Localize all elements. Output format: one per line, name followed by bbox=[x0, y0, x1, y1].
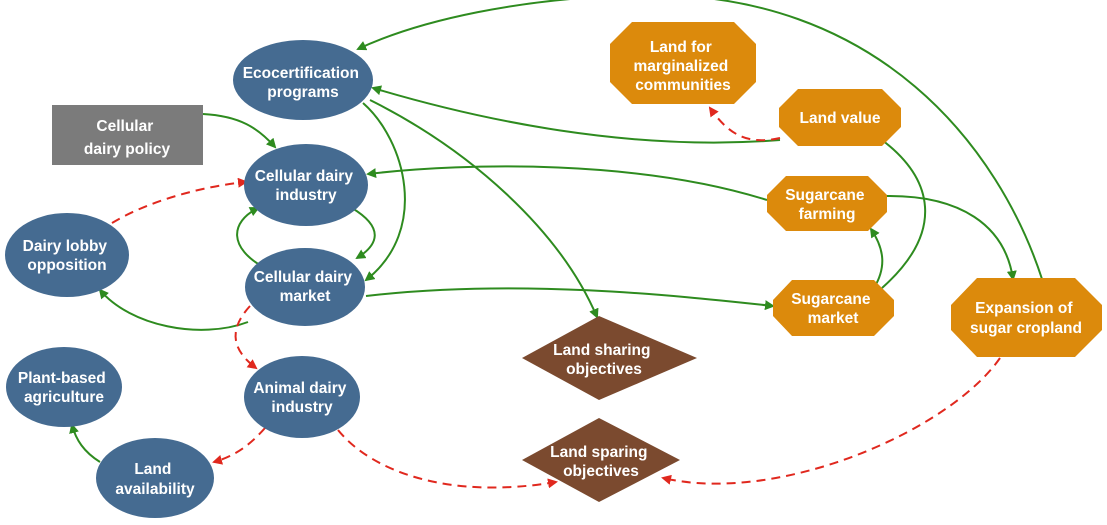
node-sugar-farming-line-1: Sugarcane bbox=[785, 187, 865, 204]
svg-text:Cellular dairy policy: Cellular dairy policy bbox=[84, 118, 171, 158]
svg-text:Ecocertification progr: Ecocertification programs bbox=[243, 65, 364, 101]
edge-ecocertification-to-sharing bbox=[369, 99, 599, 319]
node-marginalized-line-1: Land for bbox=[650, 39, 712, 56]
edge-expansion-to-ecocertification bbox=[356, 0, 1043, 280]
node-plant-line-1: Plant-based bbox=[18, 370, 106, 387]
svg-text:Expansion of sugar cro: Expansion of sugar cropland bbox=[970, 300, 1082, 337]
node-cellular-dairy-market[interactable]: Cellular dairy market bbox=[245, 248, 365, 326]
node-expansion-line-2: sugar cropland bbox=[970, 320, 1082, 337]
node-policy-line-2: dairy policy bbox=[84, 141, 171, 158]
edge-sugar-farming-to-expansion bbox=[885, 194, 1017, 281]
node-expansion-line-1: Expansion of bbox=[975, 300, 1073, 317]
node-land-value[interactable]: Land value bbox=[779, 89, 901, 146]
svg-text:Land for marginalized: Land for marginalized communities bbox=[633, 39, 732, 94]
node-sharing-line-2: objectives bbox=[566, 361, 642, 378]
node-sugarcane-market[interactable]: Sugarcane market bbox=[773, 280, 894, 336]
edge-land-value-to-ecocertification bbox=[371, 85, 781, 144]
edge-expansion-to-sparing bbox=[661, 357, 1001, 485]
node-lobby-line-2: opposition bbox=[27, 257, 106, 274]
svg-text:Sugarcane farming: Sugarcane farming bbox=[785, 187, 869, 223]
edge-market-to-lobby bbox=[98, 288, 249, 331]
node-ecocertification-line-2: programs bbox=[267, 84, 339, 101]
edge-sugar-market-to-land-value bbox=[876, 135, 927, 289]
node-animal-line-2: industry bbox=[271, 399, 333, 416]
node-plant-line-2: agriculture bbox=[24, 389, 104, 406]
svg-text:Cellular dairy industr: Cellular dairy industry bbox=[255, 168, 358, 204]
node-land-availability[interactable]: Land availability bbox=[96, 438, 214, 518]
svg-text:Animal dairy industry: Animal dairy industry bbox=[253, 380, 350, 416]
node-animal-line-1: Animal dairy bbox=[253, 380, 346, 397]
node-marginalized-line-2: marginalized bbox=[633, 58, 728, 75]
node-policy-line-1: Cellular bbox=[96, 118, 153, 135]
node-land-sharing-objectives[interactable]: Land sharing objectives bbox=[522, 316, 697, 400]
node-sugar-market-line-1: Sugarcane bbox=[791, 291, 871, 308]
edge-market-to-sugar-market bbox=[365, 287, 775, 311]
edge-ecocertification-to-market bbox=[362, 102, 406, 282]
edge-land-availability-to-plant bbox=[69, 423, 101, 463]
svg-text:Land value: Land value bbox=[800, 110, 881, 127]
edge-land-value-to-marginalized bbox=[708, 106, 781, 142]
node-dairy-lobby-opposition[interactable]: Dairy lobby opposition bbox=[5, 213, 129, 297]
svg-text:Land sharing objective: Land sharing objectives bbox=[553, 342, 655, 378]
svg-text:Land sparing objective: Land sparing objectives bbox=[550, 444, 652, 480]
node-sugar-farming-line-2: farming bbox=[799, 206, 856, 223]
node-industry-line-1: Cellular dairy bbox=[255, 168, 354, 185]
edge-animal-to-sparing bbox=[337, 429, 558, 489]
edge-sugar-farming-to-industry bbox=[366, 165, 768, 201]
node-plant-based-agriculture[interactable]: Plant-based agriculture bbox=[6, 347, 122, 427]
svg-text:Plant-based agricultur: Plant-based agriculture bbox=[18, 370, 110, 406]
node-land-for-marginalized-communities[interactable]: Land for marginalized communities bbox=[610, 22, 756, 104]
edge-market-to-animal bbox=[234, 305, 258, 370]
node-sugar-market-line-2: market bbox=[808, 310, 859, 327]
node-sharing-line-1: Land sharing bbox=[553, 342, 650, 359]
edge-sugar-market-to-sugar-farming bbox=[869, 227, 884, 289]
edge-industry-to-market bbox=[351, 207, 376, 260]
node-industry-line-2: industry bbox=[275, 187, 337, 204]
svg-text:Land availability: Land availability bbox=[115, 461, 195, 498]
svg-text:Sugarcane market: Sugarcane market bbox=[791, 291, 875, 327]
node-land-value-line-1: Land value bbox=[800, 110, 881, 127]
nodes-layer: Ecocertification programs Cellular dairy… bbox=[5, 22, 1102, 518]
node-land-avail-line-2: availability bbox=[115, 481, 195, 498]
node-cellular-dairy-industry[interactable]: Cellular dairy industry bbox=[244, 144, 368, 226]
node-marginalized-line-3: communities bbox=[635, 77, 731, 94]
edges-layer bbox=[69, 0, 1043, 489]
node-market-line-1: Cellular dairy bbox=[254, 269, 353, 286]
edge-policy-to-industry bbox=[202, 113, 277, 149]
node-land-avail-line-1: Land bbox=[134, 461, 171, 478]
svg-text:Dairy lobby opposition: Dairy lobby opposition bbox=[23, 238, 112, 274]
node-ecocertification-programs[interactable]: Ecocertification programs bbox=[233, 40, 373, 120]
node-sparing-line-2: objectives bbox=[563, 463, 639, 480]
node-animal-dairy-industry[interactable]: Animal dairy industry bbox=[244, 356, 360, 438]
edge-market-to-industry bbox=[236, 207, 266, 269]
node-market-line-2: market bbox=[280, 288, 331, 305]
node-expansion-of-sugar-cropland[interactable]: Expansion of sugar cropland bbox=[951, 278, 1102, 357]
edge-lobby-to-industry bbox=[111, 177, 248, 224]
edge-animal-to-land-availability bbox=[212, 427, 266, 465]
node-ecocertification-line-1: Ecocertification bbox=[243, 65, 359, 82]
node-land-sparing-objectives[interactable]: Land sparing objectives bbox=[522, 418, 680, 502]
node-cellular-dairy-policy[interactable]: Cellular dairy policy bbox=[52, 105, 203, 165]
svg-text:Cellular dairy market: Cellular dairy market bbox=[254, 269, 357, 305]
node-sparing-line-1: Land sparing bbox=[550, 444, 647, 461]
node-sugarcane-farming[interactable]: Sugarcane farming bbox=[767, 176, 887, 231]
node-lobby-line-1: Dairy lobby bbox=[23, 238, 108, 255]
